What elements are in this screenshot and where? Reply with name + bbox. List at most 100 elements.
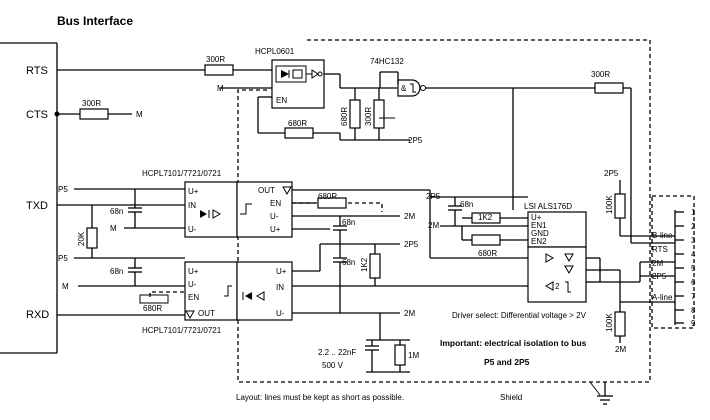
resistor-680r-tx xyxy=(317,197,347,209)
conn-rts-label: RTS xyxy=(652,245,668,254)
diagram-title: Bus Interface xyxy=(57,14,133,28)
opto-rx-label: HCPL7101/7721/0721 xyxy=(142,326,222,335)
resistor-680r-v-label: 680R xyxy=(340,107,349,126)
right-2m-label: 2M xyxy=(615,345,626,354)
schmitt-icon xyxy=(240,203,252,215)
signal-txd-label: TXD xyxy=(26,200,48,212)
tx-out-label: OUT xyxy=(258,186,275,195)
tx-en-label: EN xyxy=(270,199,281,208)
opto-top-en-label: EN xyxy=(276,96,287,105)
important-note-2: P5 and 2P5 xyxy=(484,357,530,367)
tx-in-label: IN xyxy=(188,201,196,210)
pin-1: 1 xyxy=(691,208,696,217)
shield-label: Shield xyxy=(500,393,522,402)
tx-uplus-r-label: U+ xyxy=(270,225,281,234)
resistor-20k xyxy=(86,227,98,249)
led-icon xyxy=(281,70,289,78)
resistor-300r-v-label: 300R xyxy=(364,107,373,126)
rxd-p5-label: P5 xyxy=(58,254,68,263)
capacitor-68n-c-label: 68n xyxy=(342,258,355,267)
resistor-680r-rx xyxy=(139,294,169,304)
open-collector-icon xyxy=(282,186,292,196)
rxd-m-label: M xyxy=(62,282,69,291)
pin-5: 5 xyxy=(691,264,696,273)
opto-hcpl7101-tx-left xyxy=(184,181,238,238)
transceiver-ic-body xyxy=(527,246,587,303)
resistor-right-label: 300R xyxy=(591,70,610,79)
transceiver-label: LSI ALS176D xyxy=(524,202,572,211)
resistor-rts-label: 300R xyxy=(206,55,225,64)
capacitor-68n-ic-label: 68n xyxy=(460,200,473,209)
layout-note: Layout: lines must be kept as short as p… xyxy=(236,393,404,402)
led-icon xyxy=(200,210,207,218)
tx-uminus-r-label: U- xyxy=(270,212,279,221)
rx-in-label: IN xyxy=(276,283,284,292)
rx-uminus-r-label: U- xyxy=(276,309,285,318)
pin-7: 7 xyxy=(691,292,696,301)
isolation-boundary xyxy=(237,39,651,383)
gate-label: 74HC132 xyxy=(370,57,404,66)
resistor-1k2-v xyxy=(369,253,381,279)
tx-uplus-label: U+ xyxy=(188,187,199,196)
led-icon xyxy=(245,292,252,300)
ic-uplus-label: U+ xyxy=(531,213,542,222)
resistor-rts xyxy=(204,64,234,76)
rx-out-label: OUT xyxy=(198,309,215,318)
tx-2m-label: 2M xyxy=(404,212,415,221)
resistor-300r-v xyxy=(373,99,385,129)
capacitor-shield-label: 2.2 .. 22nF xyxy=(318,348,356,357)
pin-8: 8 xyxy=(691,306,696,315)
resistor-cts xyxy=(79,108,109,120)
resistor-680r-v xyxy=(349,99,361,129)
capacitor-68n-rx-label: 68n xyxy=(110,267,123,276)
cts-m-label: M xyxy=(136,110,143,119)
mid-2p5-label: 2P5 xyxy=(404,240,419,249)
resistor-1k2-v-label: 1K2 xyxy=(360,257,369,272)
driver-icon xyxy=(545,253,555,263)
resistor-680r-ic-label: 680R xyxy=(478,249,497,258)
ic-en1-label: EN1 xyxy=(531,221,547,230)
txd-p5-label: P5 xyxy=(58,185,68,194)
resistor-680r-rx-label: 680R xyxy=(143,304,162,313)
resistor-1k2-h-label: 1K2 xyxy=(478,213,493,222)
rx-uplus-r-label: U+ xyxy=(276,267,287,276)
resistor-cts-label: 300R xyxy=(82,99,101,108)
schmitt-icon xyxy=(224,285,232,297)
rx-en-label: EN xyxy=(188,293,199,302)
signal-rxd-label: RXD xyxy=(26,309,49,321)
photodiode-icon xyxy=(292,69,303,79)
opto-hcpl0601 xyxy=(271,59,325,109)
resistor-680r-h-label: 680R xyxy=(288,119,307,128)
resistor-20k-label: 20K xyxy=(77,231,86,246)
resistor-100k-bottom-label: 100K xyxy=(605,313,614,332)
ic-gnd-label: GND xyxy=(531,229,549,238)
buffer-icon xyxy=(311,69,319,79)
conn-aline-label: A-line xyxy=(652,293,673,302)
svg-text:2: 2 xyxy=(555,282,560,291)
resistor-100k-top xyxy=(614,193,626,219)
resistor-100k-top-label: 100K xyxy=(605,195,614,214)
connector-pins xyxy=(675,211,684,324)
pin-9: 9 xyxy=(691,319,696,328)
pin-2: 2 xyxy=(691,222,696,231)
pin-3: 3 xyxy=(691,236,696,245)
signal-rts-label: RTS xyxy=(26,65,48,77)
important-note-1: Important: electrical isolation to bus xyxy=(440,338,587,348)
resistor-680r-tx-label: 680R xyxy=(318,192,337,201)
schmitt-icon xyxy=(410,83,416,93)
resistor-100k-bottom xyxy=(614,311,626,337)
resistor-680r-h xyxy=(284,127,314,139)
right-2p5-label: 2P5 xyxy=(604,169,619,178)
receiver-icon xyxy=(544,281,554,291)
txd-m-label: M xyxy=(110,224,117,233)
resistor-680r-ic xyxy=(471,234,501,246)
pin-4: 4 xyxy=(691,250,696,259)
opto-hcpl7101-rx-right xyxy=(236,261,293,321)
resistor-1m-label: 1M xyxy=(408,351,419,360)
conn-2m-label: 2M xyxy=(652,259,663,268)
net-2p5-top: 2P5 xyxy=(408,136,423,145)
rx-uplus-label: U+ xyxy=(188,267,199,276)
driver-select-note: Driver select: Differential voltage > 2V xyxy=(452,311,587,320)
pin-6: 6 xyxy=(691,278,696,287)
